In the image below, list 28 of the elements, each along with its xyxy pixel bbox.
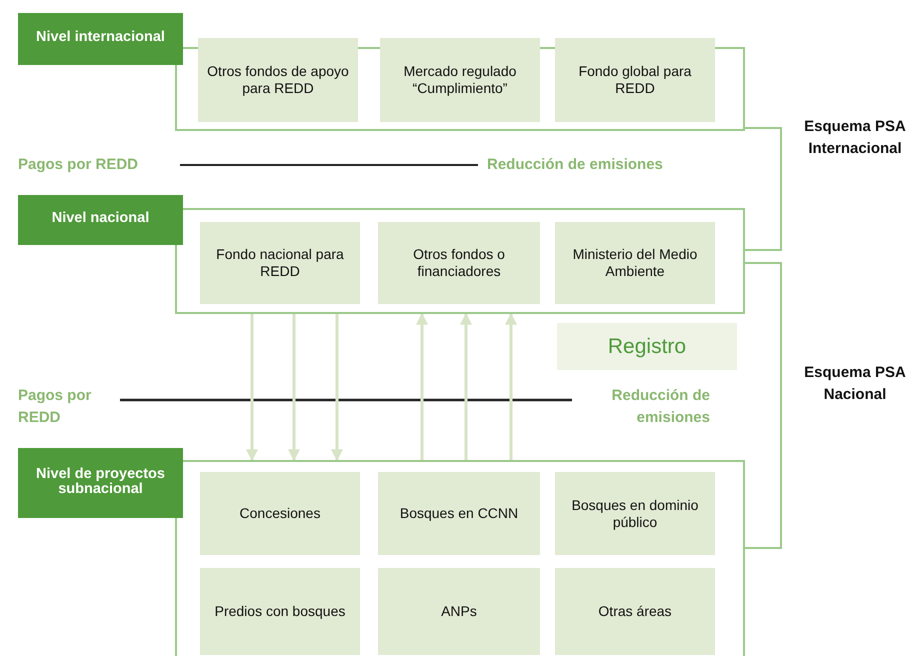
entity-box: Bosques en dominio público [555,472,715,555]
level-tab: Nivel de proyectos subnacional [18,448,183,518]
registry-box: Registro [557,323,737,370]
arrow [288,314,300,462]
arrow [505,312,517,460]
entity-box: ANPs [378,568,540,655]
entity-box: Ministerio del Medio Ambiente [555,222,715,304]
arrow [416,312,428,460]
scheme-label: Esquema PSA Internacional [803,117,907,159]
level-tab: Nivel nacional [18,195,183,245]
level-tab: Nivel internacional [18,13,183,65]
entity-box: Fondo global para REDD [555,38,715,122]
entity-box: Otros fondos o financiadores [378,222,540,304]
arrow [460,312,472,460]
arrow [331,314,343,462]
flow-label: Reducción de emisiones [610,386,710,428]
entity-box: Concesiones [200,472,360,555]
flow-label: Pagos por REDD [18,155,138,175]
scheme-label: Esquema PSA Nacional [803,363,907,405]
flow-label: Pagos por REDD [18,386,92,428]
entity-box: Otras áreas [555,568,715,655]
entity-box: Mercado regulado “Cumplimiento” [380,38,540,122]
arrow [246,314,258,462]
entity-box: Fondo nacional para REDD [200,222,360,304]
entity-box: Bosques en CCNN [378,472,540,555]
flow-label: Reducción de emisiones [487,155,663,175]
entity-box: Predios con bosques [200,568,360,655]
entity-box: Otros fondos de apoyo para REDD [198,38,358,122]
